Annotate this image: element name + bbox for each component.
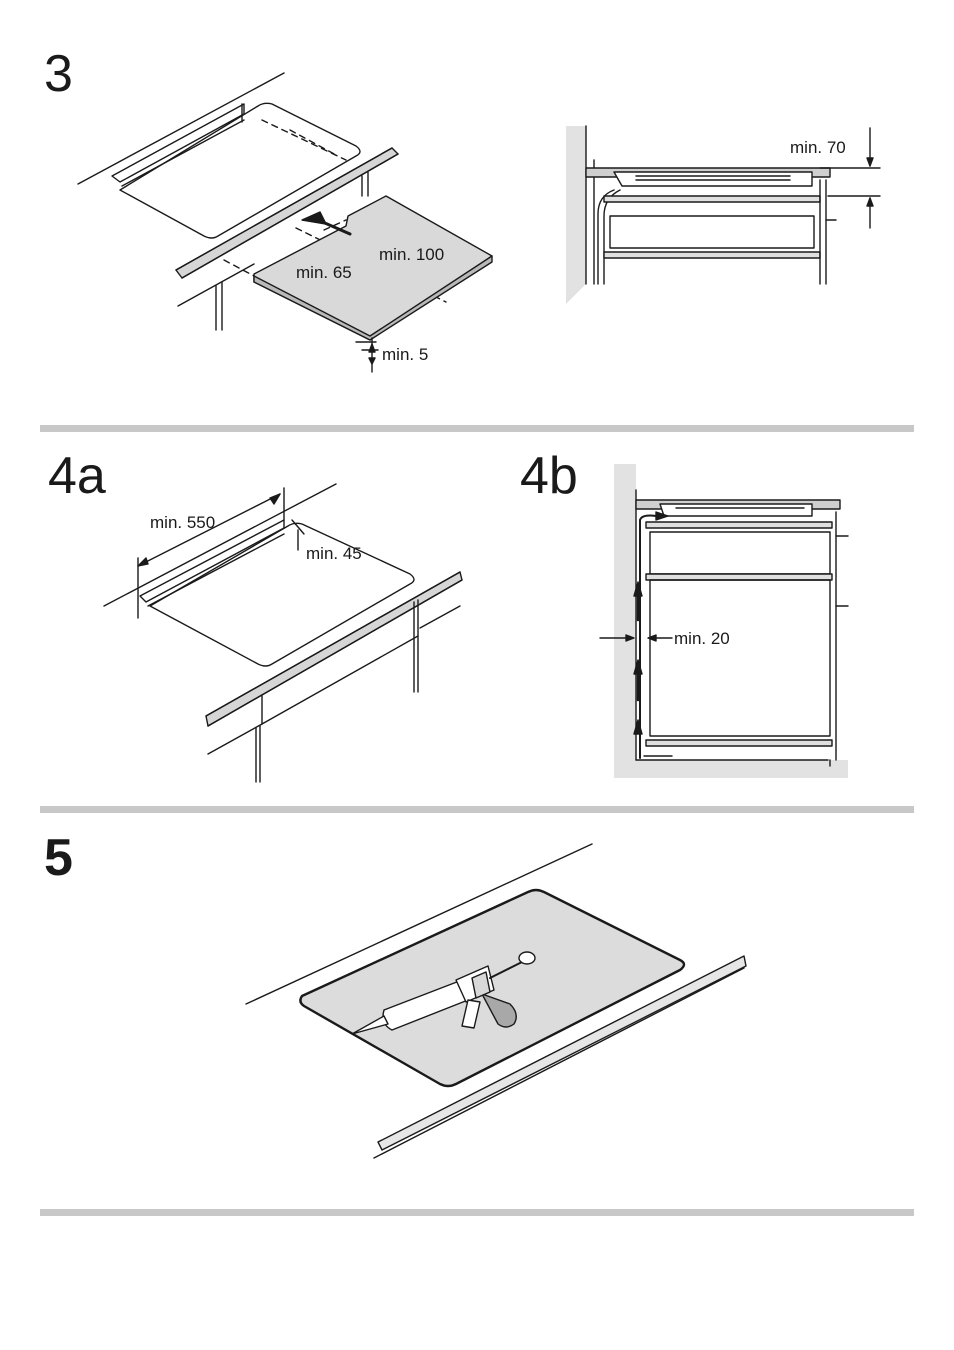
section-divider [40, 806, 914, 813]
dimension-min-65: min. 65 [296, 263, 352, 282]
step-3-number: 3 [44, 45, 73, 103]
dimension-min-20: min. 20 [674, 629, 730, 648]
section-divider [40, 425, 914, 432]
dimension-min-550: min. 550 [150, 513, 215, 532]
step-4a-number: 4a [48, 447, 106, 505]
step-4a-countertop-drawing: min. 550 min. 45 [103, 483, 463, 783]
step-5-sealing-drawing [245, 843, 747, 1159]
caulking-gun-icon [351, 951, 536, 1035]
section-divider [40, 1209, 914, 1216]
step-4b-section-drawing: min. 20 [599, 464, 849, 778]
step-5-number: 5 [44, 829, 73, 887]
dimension-min-70: min. 70 [790, 138, 846, 157]
step-3-side-section: min. 70 [566, 125, 881, 304]
dimension-min-45: min. 45 [306, 544, 362, 563]
step-3-countertop-drawing: min. 100 min. 65 min. 5 [77, 72, 493, 373]
dimension-min-5: min. 5 [382, 345, 428, 364]
step-4b-number: 4b [520, 447, 578, 505]
dimension-min-100: min. 100 [379, 245, 444, 264]
